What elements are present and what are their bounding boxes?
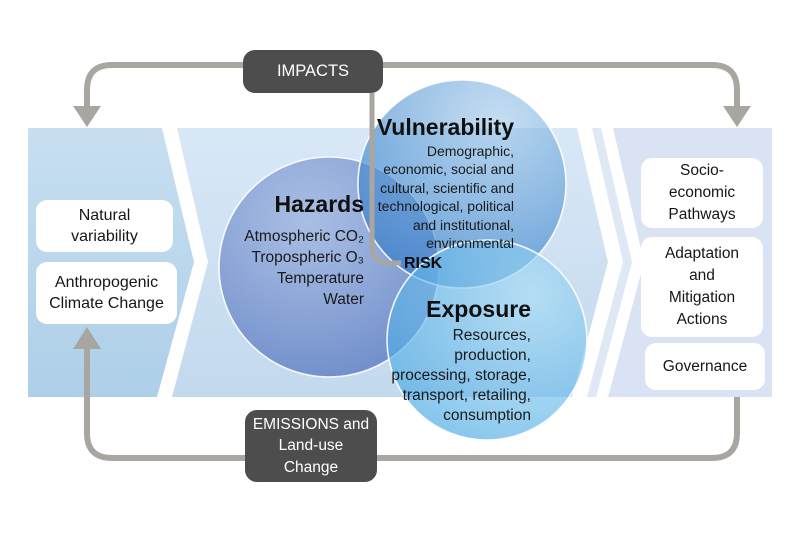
vulnerability-title: Vulnerability (376, 114, 514, 140)
natural-variability-box: Natural variability (36, 200, 173, 252)
emissions-land-use-change-box: EMISSIONS and Land-use Change (245, 410, 377, 482)
impacts-to-right-band-line (383, 62, 740, 107)
impacts-to-risk-line (369, 93, 401, 266)
adaptation-mitigation-actions-box: Adaptation and Mitigation Actions (641, 237, 763, 337)
socio-economic-pathways-box: Socio- economic Pathways (641, 158, 763, 228)
anthropogenic-climate-change-box: Anthropogenic Climate Change (36, 262, 177, 324)
hazards-text-block: Hazards Atmospheric CO₂ Tropospheric O₃ … (220, 190, 364, 310)
emissions-feedback-line (84, 349, 740, 461)
exposure-items: Resources, production, processing, stora… (391, 327, 531, 424)
risk-label: RISK (404, 255, 443, 272)
impacts-box: IMPACTS (243, 50, 383, 93)
hazards-items: Atmospheric CO₂ Tropospheric O₃ Temperat… (244, 228, 364, 308)
arrowhead-right-band (723, 106, 751, 127)
vulnerability-items: Demographic, economic, social and cultur… (377, 143, 514, 252)
governance-box: Governance (645, 343, 765, 390)
exposure-title: Exposure (426, 296, 531, 322)
exposure-circle (386, 239, 588, 441)
impacts-to-left-band-line (84, 62, 243, 107)
vulnerability-text-block: Vulnerability Demographic, economic, soc… (330, 113, 514, 252)
hazards-title: Hazards (274, 191, 364, 217)
arrowhead-anthropogenic (73, 327, 101, 349)
arrowhead-left-band (73, 106, 101, 127)
chevron-sliver (587, 128, 632, 397)
exposure-text-block: Exposure Resources, production, processi… (380, 295, 531, 426)
